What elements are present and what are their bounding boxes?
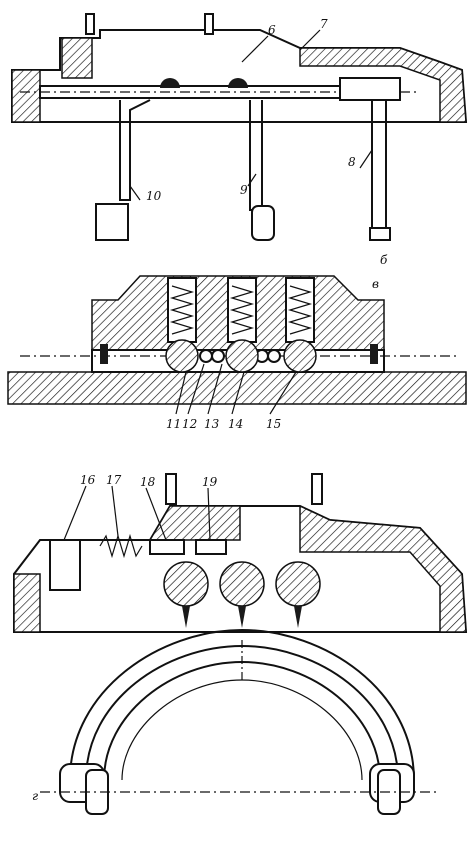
callout-10: 10 (146, 189, 162, 203)
view-g: 16 17 18 19 г (13, 473, 468, 815)
lever-10 (119, 99, 151, 201)
lever-10-pad (95, 203, 129, 241)
callout-8: 8 (348, 155, 356, 169)
rod-g-3 (275, 561, 321, 607)
left-boss-b (61, 37, 93, 79)
callout-12: 12 (182, 417, 197, 431)
callout-9: 9 (240, 183, 248, 197)
lever-9 (249, 100, 263, 211)
fork-inner (103, 660, 381, 781)
stud-2 (204, 13, 214, 35)
lever-8 (371, 96, 387, 231)
plug-right (370, 344, 378, 364)
rod-section-3 (283, 339, 317, 373)
flange-v (7, 371, 467, 405)
callout-14: 14 (228, 417, 243, 431)
view-letter-b: б (380, 253, 388, 267)
callout-11: 11 (166, 417, 181, 431)
callout-6: 6 (268, 23, 276, 37)
view-v: 11 12 13 14 15 в (7, 275, 467, 431)
rod-section-1 (165, 339, 199, 373)
plunger-18 (149, 539, 185, 555)
plug-left (100, 344, 108, 364)
detent-ball-1 (160, 78, 180, 88)
lever-8-end (369, 227, 391, 241)
housing-wall-b (299, 47, 467, 123)
fork-outer (69, 628, 415, 781)
stud-4 (311, 473, 323, 505)
callout-7: 7 (320, 17, 328, 31)
rod-g-2 (219, 561, 265, 607)
fork-middle (85, 644, 399, 781)
rod-head-b (339, 77, 401, 101)
pin-19 (195, 539, 227, 555)
lever-9-end (251, 205, 275, 241)
callout-19: 19 (202, 475, 218, 489)
left-flange-b (11, 69, 41, 123)
spring-bores-v (167, 277, 315, 343)
callout-17: 17 (106, 473, 122, 487)
stud-3 (165, 473, 177, 505)
spring-17 (99, 533, 143, 559)
interlock-balls (199, 349, 281, 363)
detent-ball-2 (228, 78, 248, 88)
callout-16: 16 (80, 473, 96, 487)
plug-16 (49, 539, 81, 591)
rod-section-2 (225, 339, 259, 373)
view-b: 6 7 8 9 10 б (11, 13, 468, 267)
stud-1 (85, 13, 95, 35)
callout-13: 13 (204, 417, 220, 431)
view-letter-v: в (372, 277, 379, 291)
rod-g-1 (163, 561, 209, 607)
view-letter-g: г (32, 789, 38, 803)
callout-18: 18 (140, 475, 156, 489)
callout-15: 15 (266, 417, 281, 431)
